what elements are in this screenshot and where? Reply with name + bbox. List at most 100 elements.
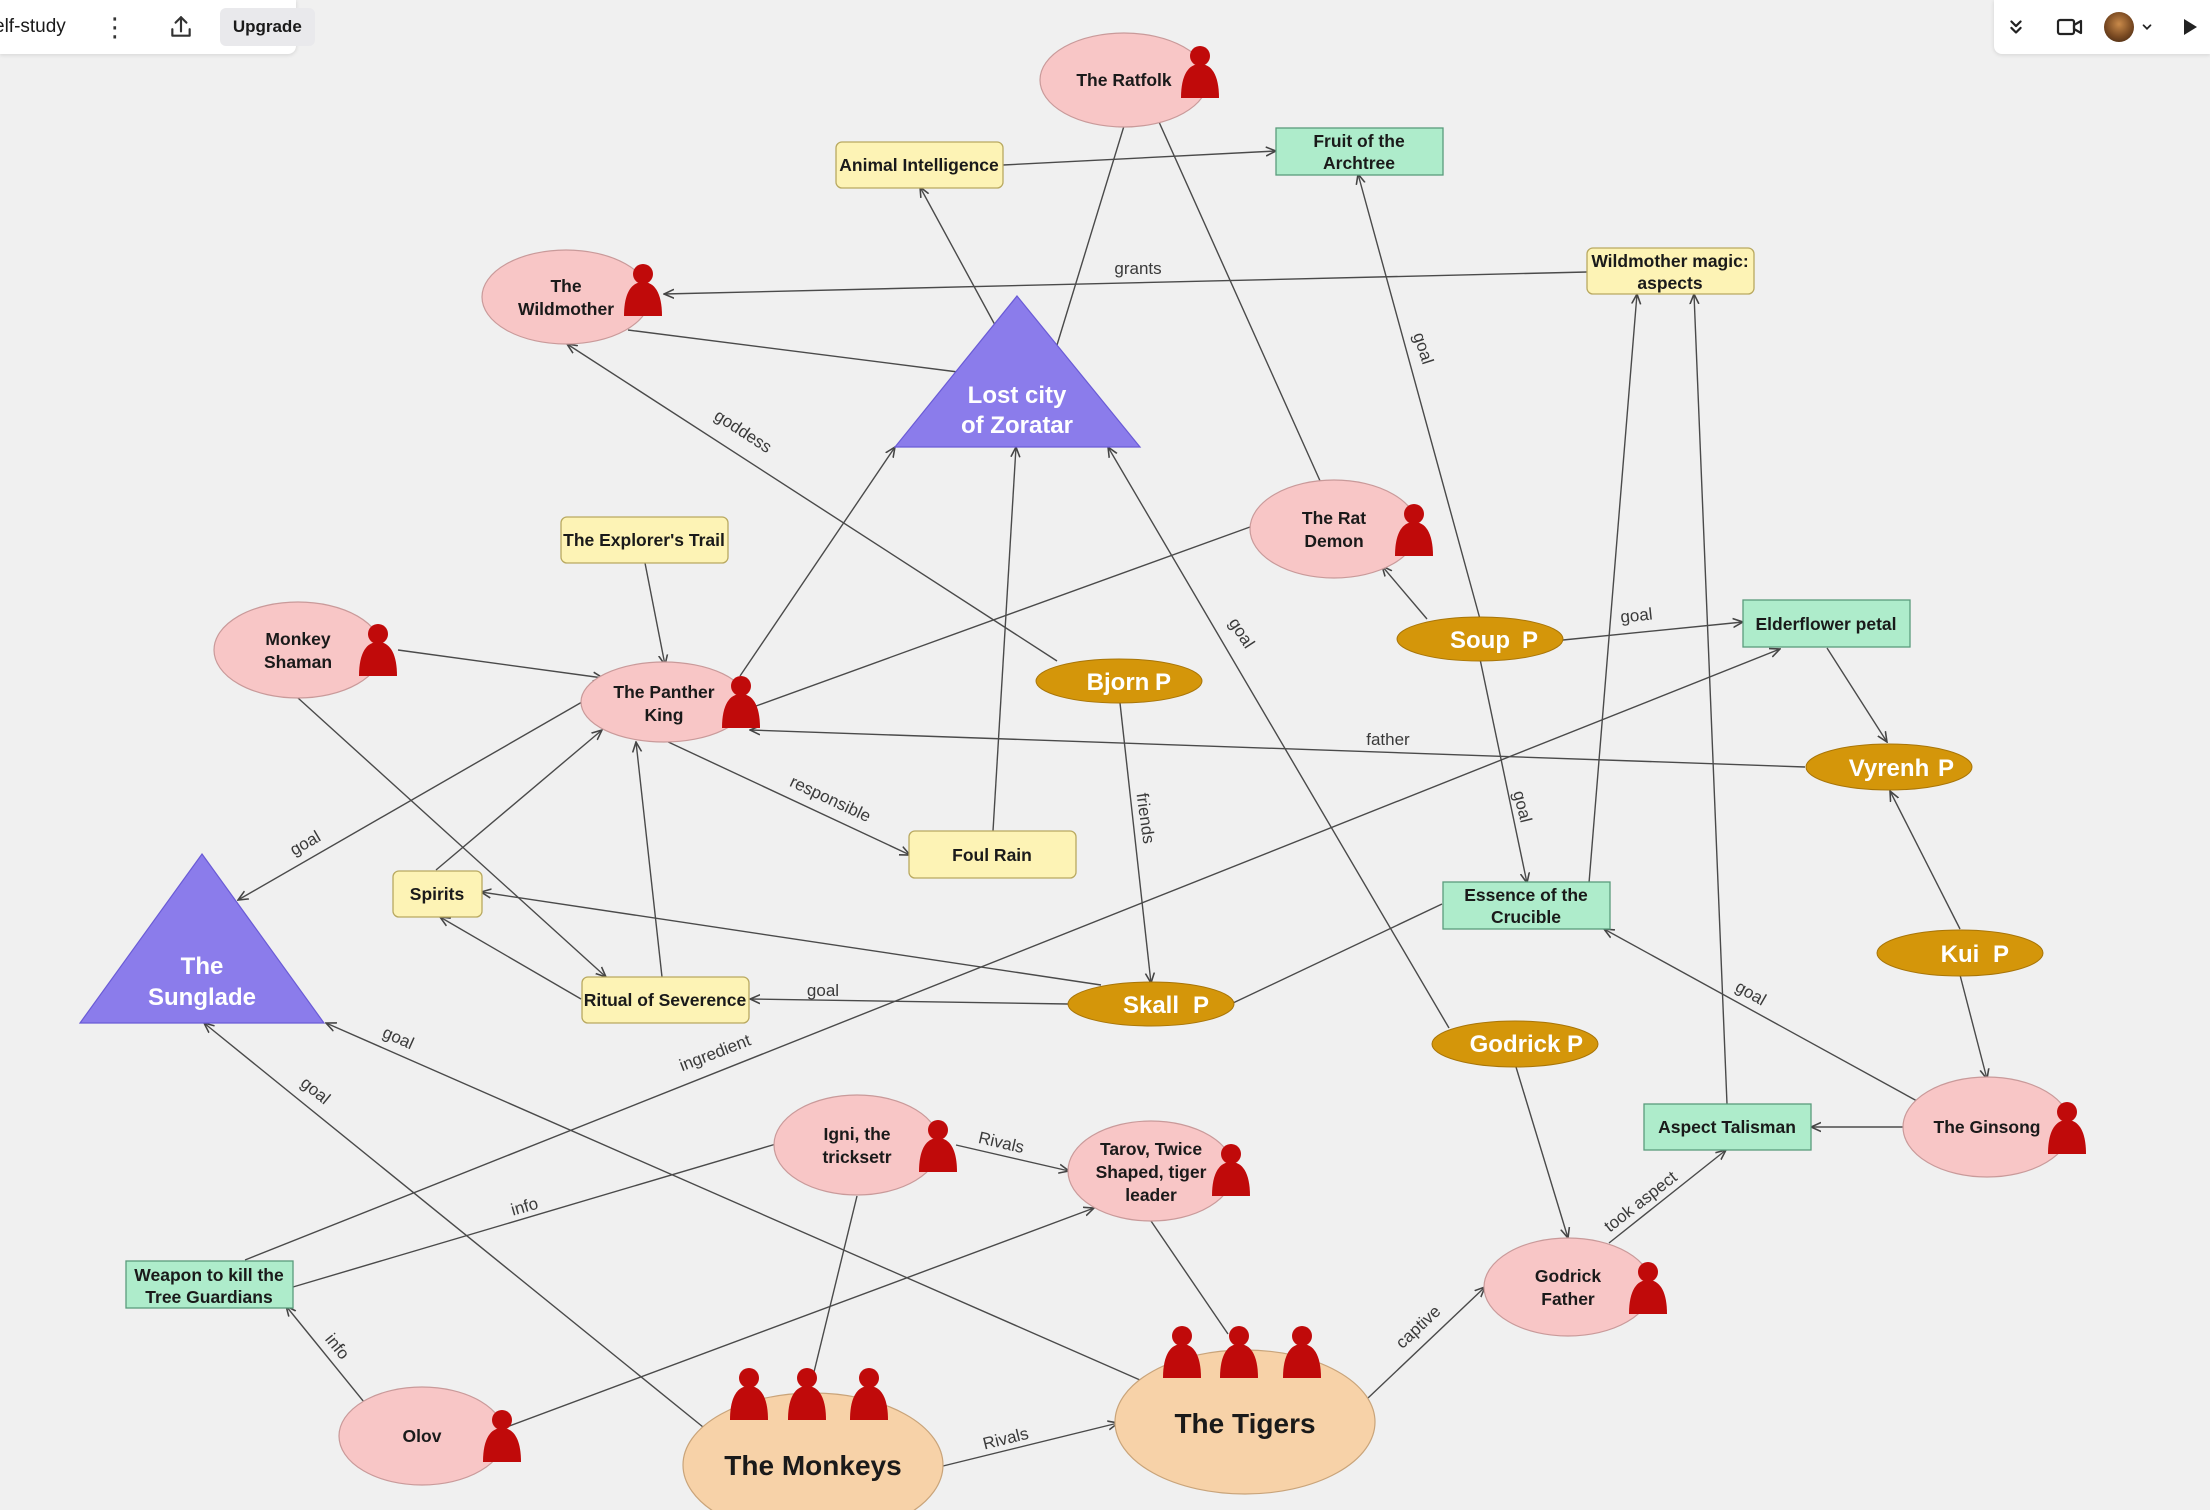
node-fruit-of-the-archtree[interactable]: Fruit of the Archtree (1275, 127, 1444, 176)
edge-kui-to-vyrenh (1890, 791, 1961, 930)
node-label: Igni, the (823, 1124, 890, 1144)
node-aspect-talisman[interactable]: Aspect Talisman (1643, 1103, 1812, 1151)
node-label: The Panther (613, 682, 714, 702)
node-lost-city-of-zoratar[interactable]: Lost city of Zoratar (893, 295, 1142, 448)
edge-label-goal-fruit: goal (1409, 330, 1437, 366)
node-the-rat-demon[interactable]: The Rat Demon (1249, 479, 1433, 579)
node-the-explorers-trail[interactable]: The Explorer's Trail (560, 516, 729, 564)
node-label: Sunglade (148, 984, 256, 1011)
node-player-vyrenh[interactable]: Vyrenh P (1805, 743, 1973, 791)
chevron-down-icon (2142, 24, 2152, 30)
edge-panther-to-foulrain (663, 739, 910, 855)
edge-label-goal-ritual: goal (807, 981, 839, 1000)
node-label: Weapon to kill the (134, 1265, 284, 1285)
group-figure-icon (1163, 1326, 1201, 1378)
video-camera-icon[interactable] (2054, 11, 2086, 43)
node-label: Spirits (410, 884, 465, 904)
node-label: Elderflower petal (1755, 614, 1896, 634)
node-label: Father (1541, 1289, 1595, 1309)
node-player-bjorn[interactable]: Bjorn P (1035, 658, 1203, 704)
edge-godrickfather-to-talisman (1608, 1150, 1726, 1244)
edge-ginsong-to-essence (1604, 929, 1918, 1102)
node-label: Foul Rain (952, 845, 1032, 865)
edge-ritual-to-spirits (440, 917, 582, 1000)
node-monkey-shaman[interactable]: Monkey Shaman (213, 601, 397, 699)
node-label: Animal Intelligence (839, 155, 999, 175)
edge-olov-to-tarov (503, 1208, 1094, 1429)
node-player-kui[interactable]: Kui P (1876, 929, 2044, 977)
upgrade-button[interactable]: Upgrade (219, 8, 315, 46)
node-player-soup[interactable]: Soup P (1396, 616, 1564, 662)
group-figure-icon (730, 1368, 768, 1420)
edge-label-took-aspect: took aspect (1601, 1167, 1681, 1236)
node-player-skall[interactable]: Skall P (1067, 981, 1235, 1027)
node-tarov-tiger-leader[interactable]: Tarov, Twice Shaped, tiger leader (1067, 1120, 1250, 1222)
edge-soup-to-essence (1479, 658, 1527, 883)
edge-panther-to-ratdemon (755, 526, 1251, 707)
player-p-icon: P (1155, 669, 1171, 696)
node-elderflower-petal[interactable]: Elderflower petal (1742, 599, 1911, 648)
node-wildmother-magic-aspects[interactable]: Wildmother magic: aspects (1586, 247, 1755, 295)
edge-sunglade-to-panther (238, 701, 583, 900)
node-label: The (550, 276, 581, 296)
edge-wildmother-to-lostcity (627, 329, 959, 373)
node-the-wildmother[interactable]: The Wildmother (481, 249, 662, 345)
connections (204, 121, 1987, 1467)
node-label: Shaped, tiger (1096, 1162, 1207, 1182)
edge-tigers-to-godrickfather (1367, 1287, 1485, 1399)
edge-panther-to-lostcity (739, 447, 895, 677)
node-label: Crucible (1491, 907, 1561, 927)
node-label: Monkey (265, 629, 330, 649)
edge-skall-to-essence (1232, 903, 1443, 1004)
edge-skall-to-ritual (750, 999, 1069, 1005)
collaboration-toolbar (1994, 0, 2210, 54)
edge-label-father: father (1366, 730, 1410, 749)
user-avatar-menu[interactable] (2104, 12, 2154, 42)
edge-shaman-to-ritual (297, 697, 606, 977)
node-label: Soup (1450, 627, 1510, 654)
node-the-sunglade[interactable]: The Sunglade (78, 852, 326, 1024)
node-igni-the-tricksetr[interactable]: Igni, the tricksetr (773, 1094, 957, 1196)
more-vertical-icon[interactable]: ⋮ (101, 12, 128, 42)
node-the-ratfolk[interactable]: The Ratfolk (1039, 32, 1219, 128)
edge-monkeys-to-sunglade (204, 1023, 704, 1428)
edge-igni-to-weapon (292, 1143, 777, 1288)
chevrons-down-icon[interactable] (2000, 11, 2032, 43)
edge-label-captive: captive (1392, 1302, 1444, 1353)
node-the-tigers[interactable]: The Tigers (1114, 1326, 1376, 1495)
board-name[interactable]: elf-study (0, 16, 66, 37)
edge-igni-to-monkeys (813, 1195, 858, 1373)
share-upload-icon[interactable] (168, 13, 194, 41)
node-weapon-to-kill-tree-guardians[interactable]: Weapon to kill the Tree Guardians (125, 1260, 294, 1309)
node-label: The Explorer's Trail (563, 530, 725, 550)
node-label: The Tigers (1174, 1408, 1315, 1439)
edge-elderflower-to-vyrenh (1826, 647, 1887, 742)
group-figure-icon (1283, 1326, 1321, 1378)
node-animal-intelligence[interactable]: Animal Intelligence (835, 141, 1004, 189)
play-icon[interactable] (2174, 11, 2206, 43)
edge-label-goal-elderflower: goal (1619, 604, 1653, 626)
node-olov[interactable]: Olov (338, 1386, 521, 1486)
node-label: of Zoratar (961, 412, 1073, 439)
node-ritual-of-severence[interactable]: Ritual of Severence (581, 976, 750, 1024)
edge-shaman-to-panther (397, 649, 603, 678)
node-label: Wildmother (518, 299, 614, 319)
edge-olov-to-weapon (286, 1306, 365, 1403)
edge-tarov-to-tigers (1150, 1220, 1229, 1335)
node-the-ginsong[interactable]: The Ginsong (1902, 1076, 2086, 1178)
node-the-panther-king[interactable]: The Panther King (580, 661, 760, 743)
node-foul-rain[interactable]: Foul Rain (908, 830, 1077, 879)
node-player-godrick[interactable]: Godrick P (1431, 1020, 1599, 1068)
node-godrick-father[interactable]: Godrick Father (1483, 1237, 1667, 1337)
edge-label-friends: friends (1132, 792, 1158, 845)
edge-foulrain-to-lostcity (992, 447, 1016, 832)
node-spirits[interactable]: Spirits (392, 870, 483, 918)
edge-lostcity-to-animal (920, 187, 996, 326)
edge-weapon-to-elderflower (244, 649, 1780, 1261)
node-the-monkeys[interactable]: The Monkeys (682, 1368, 944, 1510)
group-figure-icon (1220, 1326, 1258, 1378)
node-essence-of-the-crucible[interactable]: Essence of the Crucible (1442, 881, 1611, 930)
node-label: Ritual of Severence (584, 990, 747, 1010)
node-label: The (181, 953, 224, 980)
